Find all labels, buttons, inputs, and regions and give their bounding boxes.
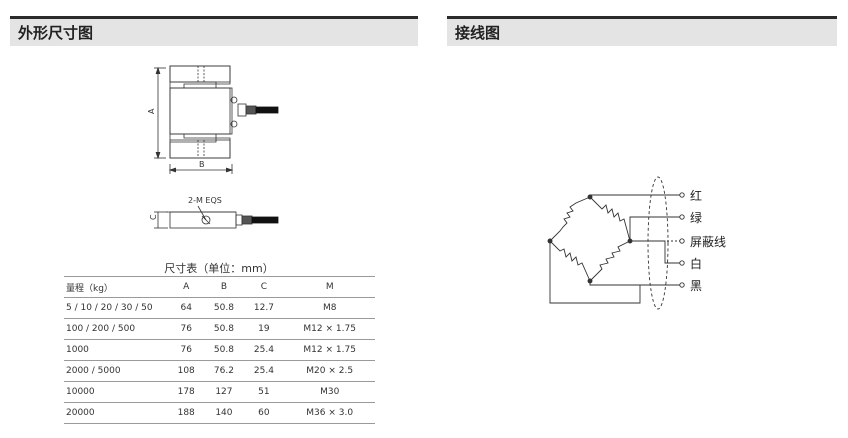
wheatstone-bridge [547,194,633,284]
cell-c: 19 [243,318,284,340]
cell-c: 12.7 [243,297,284,319]
cell-a: 76 [167,339,204,361]
cell-b: 50.8 [203,297,244,319]
cell-a: 64 [167,297,204,319]
cell-a: 188 [167,402,204,424]
cell-a: 76 [167,318,204,340]
cell-b: 127 [203,381,244,403]
header-a: A [167,276,204,298]
table-row: 20000 188 140 60 M36 × 3.0 [64,402,375,424]
table-header-row: 量程（kg） A B C M [64,276,375,298]
section-header-dimensions: 外形尺寸图 [10,16,418,46]
wire-label-black: 黑 [690,279,702,293]
wire-label-green: 绿 [690,210,702,225]
section-header-wiring: 接线图 [447,16,837,46]
cell-range: 5 / 10 / 20 / 30 / 50 [64,297,169,319]
header-range: 量程（kg） [64,276,169,298]
thread-label: 2-M EQS [188,196,222,205]
cell-b: 50.8 [203,318,244,340]
cell-range: 20000 [64,402,169,424]
cell-b: 140 [203,402,244,424]
cell-c: 25.4 [243,339,284,361]
cell-m: M20 × 2.5 [283,360,375,382]
wire-label-white: 白 [690,256,702,271]
cell-b: 76.2 [203,360,244,382]
cell-m: M36 × 3.0 [283,402,375,424]
table-row: 2000 / 5000 108 76.2 25.4 M20 × 2.5 [64,360,375,382]
dim-label-c: C [149,214,158,220]
cell-m: M12 × 1.75 [283,318,375,340]
cell-b: 50.8 [203,339,244,361]
table-row: 100 / 200 / 500 76 50.8 19 M12 × 1.75 [64,318,375,340]
wire-label-shield: 屏蔽线 [690,235,726,249]
dim-label-a: A [147,108,156,114]
cell-a: 178 [167,381,204,403]
wire-label-red: 红 [690,188,702,203]
cell-range: 100 / 200 / 500 [64,318,169,340]
cell-c: 60 [243,402,284,424]
cell-a: 108 [167,360,204,382]
dimension-drawing: A B 2-M EQS C [147,65,279,229]
table-row: 5 / 10 / 20 / 30 / 50 64 50.8 12.7 M8 [64,297,375,319]
cell-range: 10000 [64,381,169,403]
section-title-wiring: 接线图 [455,24,501,42]
table-row: 10000 178 127 51 M30 [64,381,375,403]
header-c: C [243,276,284,298]
dimension-table: 量程（kg） A B C M 5 / 10 / 20 / 30 / 50 64 … [64,276,375,424]
cell-range: 2000 / 5000 [64,360,169,382]
dim-label-b: B [199,160,205,169]
cell-m: M8 [283,297,375,319]
header-m: M [283,276,375,298]
cell-c: 51 [243,381,284,403]
cell-c: 25.4 [243,360,284,382]
cell-range: 1000 [64,339,169,361]
table-row: 1000 76 50.8 25.4 M12 × 1.75 [64,339,375,361]
cell-m: M30 [283,381,375,403]
table-caption: 尺寸表（单位：mm） [164,262,274,275]
header-b: B [203,276,244,298]
wiring-diagram: 红 绿 屏蔽线 白 黑 [547,176,726,310]
section-title-dimensions: 外形尺寸图 [18,24,94,42]
cell-m: M12 × 1.75 [283,339,375,361]
